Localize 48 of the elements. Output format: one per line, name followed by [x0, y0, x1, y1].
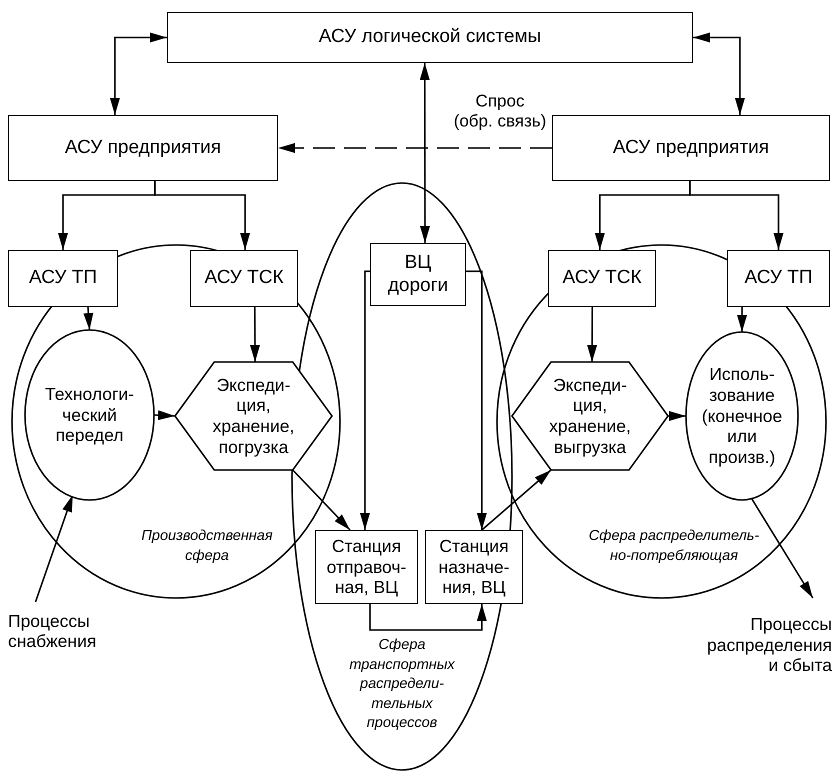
arrow [369, 604, 487, 631]
arrow [466, 270, 487, 530]
arrow [481, 469, 552, 531]
node-label: АСУ предприятия [64, 136, 222, 160]
enterprise-box [552, 115, 830, 181]
node-label: Процессы снабжения [8, 610, 98, 652]
node-label: Экспеди- ция, хранение, выгрузка [548, 374, 632, 458]
node-label: АСУ ТСК [204, 267, 284, 290]
arrow [587, 307, 598, 362]
sphere-label: Сфера распределитель- но-потребляющая [588, 527, 760, 566]
arrow [420, 63, 430, 243]
sphere-ellipse [292, 183, 512, 770]
arrow [360, 270, 370, 530]
arrow [83, 306, 94, 330]
node-label: Исполь- зование (конечное или произв.) [700, 364, 784, 468]
node-label: Процессы распределения и сбыта [707, 614, 832, 676]
arrow [292, 469, 351, 531]
arrow [693, 32, 745, 115]
arrow [154, 181, 250, 250]
sphere-label: Сфера транспортных распредели- тельных процессов [348, 636, 456, 734]
enterprise-box [8, 115, 278, 181]
node-label: Технологи- ческий передел [44, 384, 135, 446]
node-label: АСУ ТП [29, 267, 97, 290]
node-label: АСУ ТСК [562, 267, 642, 290]
node-label: ВЦ дороги [386, 252, 450, 297]
node-label: АСУ предприятия [612, 136, 770, 160]
station-box [425, 530, 523, 604]
control-box [8, 250, 118, 307]
arrow [737, 307, 748, 332]
control-box [727, 250, 830, 307]
node-label: Экспеди- ция, хранение, погрузка [212, 374, 296, 458]
process-ellipse [686, 332, 798, 500]
arrow [689, 181, 784, 250]
arrow [154, 410, 176, 420]
computing-center-box [370, 243, 466, 306]
system-box [167, 12, 693, 63]
arrow [750, 497, 814, 598]
arrow [34, 494, 74, 602]
node-label: АСУ ТП [744, 267, 812, 290]
node-label: Станция назначе- ния, ВЦ [438, 536, 510, 598]
arrow [110, 32, 167, 115]
node-label: АСУ логической системы [318, 26, 542, 49]
process-ellipse [25, 330, 154, 500]
sphere-label: Производственная сфера [140, 527, 274, 566]
arrow [250, 307, 260, 362]
arrow [668, 411, 686, 421]
node-label: Станция отправоч- ная, ВЦ [326, 536, 408, 598]
arrow [278, 143, 552, 153]
